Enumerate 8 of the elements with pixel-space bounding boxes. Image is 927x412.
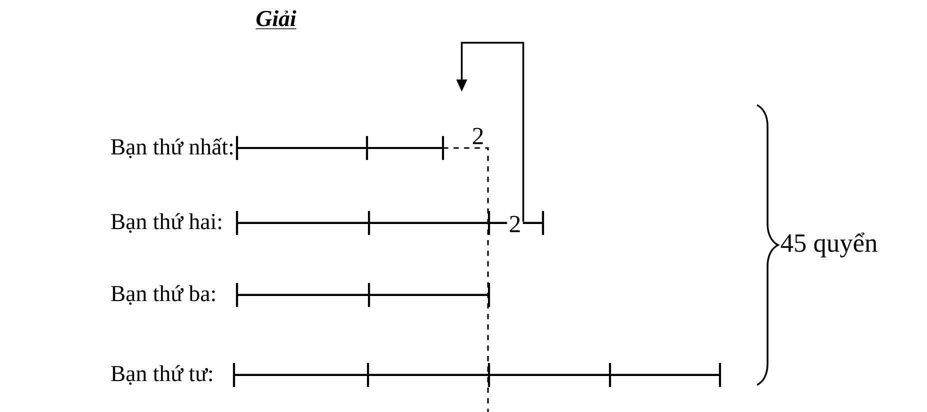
row-label: Bạn thứ nhất: <box>111 138 233 158</box>
row-label: Bạn thứ tư: <box>111 365 212 385</box>
segment-number: 2 <box>507 214 523 234</box>
title: Giải <box>255 10 297 30</box>
row-label: Bạn thứ hai: <box>111 213 222 233</box>
total-label: 45 quyển <box>780 232 878 258</box>
row-label: Bạn thứ ba: <box>111 285 215 305</box>
segment-number: 2 <box>470 126 486 146</box>
